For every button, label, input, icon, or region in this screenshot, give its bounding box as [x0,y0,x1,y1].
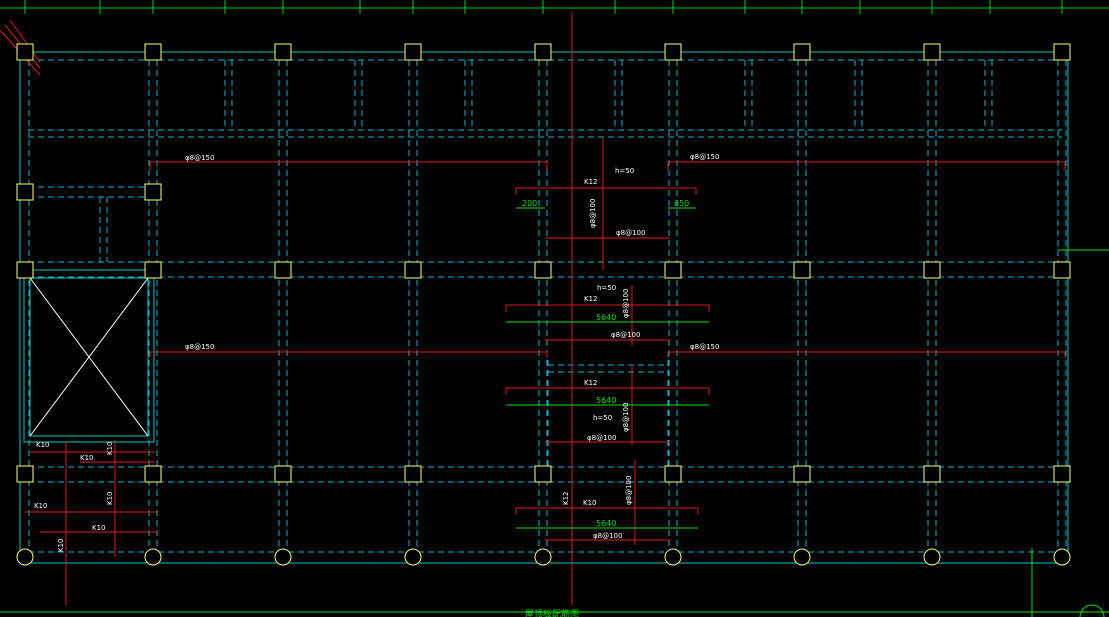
rebar-label-n: h=50 [593,414,612,422]
column-round [144,548,162,566]
rebar-label-q: K12 [562,492,570,506]
rebar-label-s: φ8@100 [625,476,633,505]
column-square [664,261,682,279]
dimension-d1: 200 [522,199,537,208]
rebar-label-u: K10 [36,441,50,449]
rebar-label-g: φ8@100 [589,199,597,228]
rebar-lines [25,12,1066,605]
column-square [144,465,162,483]
rebar-label-o: φ8@100 [622,403,630,432]
column-square [1053,261,1071,279]
column-square [274,465,292,483]
rebar-label-d: φ8@150 [690,343,719,351]
column-square [404,261,422,279]
top-axis-ticks [0,0,1109,14]
column-square [1053,43,1071,61]
beam-grid [28,59,1067,553]
column-square [274,261,292,279]
rebar-label-e: h=50 [615,167,634,175]
column-square [16,43,34,61]
column-square [923,261,941,279]
column-round [664,548,682,566]
opening [29,277,149,437]
column-round [793,548,811,566]
rebar-label-r: K10 [583,499,597,507]
dimension-d4: 5640 [596,396,616,405]
dimension-d5: 5640 [596,519,616,528]
dimension-d2: 650 [674,199,689,208]
rebar-label-k: φ8@100 [622,289,630,318]
column-square [664,465,682,483]
column-square [534,261,552,279]
rebar-label-p: φ8@100 [587,434,616,442]
column-round [923,548,941,566]
column-square [144,43,162,61]
rebar-label-w: K10 [106,442,114,456]
rebar-label-f: K12 [584,178,598,186]
outer-wall [19,51,1069,564]
column-square [793,43,811,61]
column-square [144,261,162,279]
column-square [144,183,162,201]
column-round [1053,548,1071,566]
column-square [1053,465,1071,483]
column-square [534,465,552,483]
column-square [793,261,811,279]
column-round [534,548,552,566]
rebar-label-v: K10 [80,454,94,462]
dimension-text-group: 200 650 5640 5640 5640 [522,199,689,528]
column-round [404,548,422,566]
column-square [534,43,552,61]
rebar-label-i: h=50 [597,284,616,292]
dimension-lines [0,207,1109,617]
column-square [664,43,682,61]
dimension-d3: 5640 [596,313,616,322]
drawing-title: 屋顶板配筋图 [525,608,579,617]
column-square [793,465,811,483]
columns [16,43,1071,566]
rebar-label-aa: K10 [57,539,65,553]
column-square [923,43,941,61]
column-square [16,183,34,201]
column-square [404,465,422,483]
opening-frame [23,269,155,443]
rebar-label-y: K10 [106,492,114,506]
rebar-label-b: φ8@150 [690,153,719,161]
column-square [16,465,34,483]
column-round [274,548,292,566]
rebar-label-z: K10 [92,524,106,532]
column-square [923,465,941,483]
column-round [16,548,34,566]
rebar-label-t: φ8@100 [593,532,622,540]
rebar-label-h: φ8@100 [616,229,645,237]
column-square [16,261,34,279]
rebar-label-x: K10 [34,502,48,510]
rebar-label-group: φ8@150 φ8@150 φ8@150 φ8@150 h=50 K12 φ8@… [34,153,719,552]
rebar-label-a: φ8@150 [185,154,214,162]
rebar-label-m: K12 [584,379,598,387]
rebar-label-c: φ8@150 [185,343,214,351]
rebar-label-l: φ8@100 [611,331,640,339]
column-square [274,43,292,61]
column-square [404,43,422,61]
rebar-label-j: K12 [584,295,598,303]
